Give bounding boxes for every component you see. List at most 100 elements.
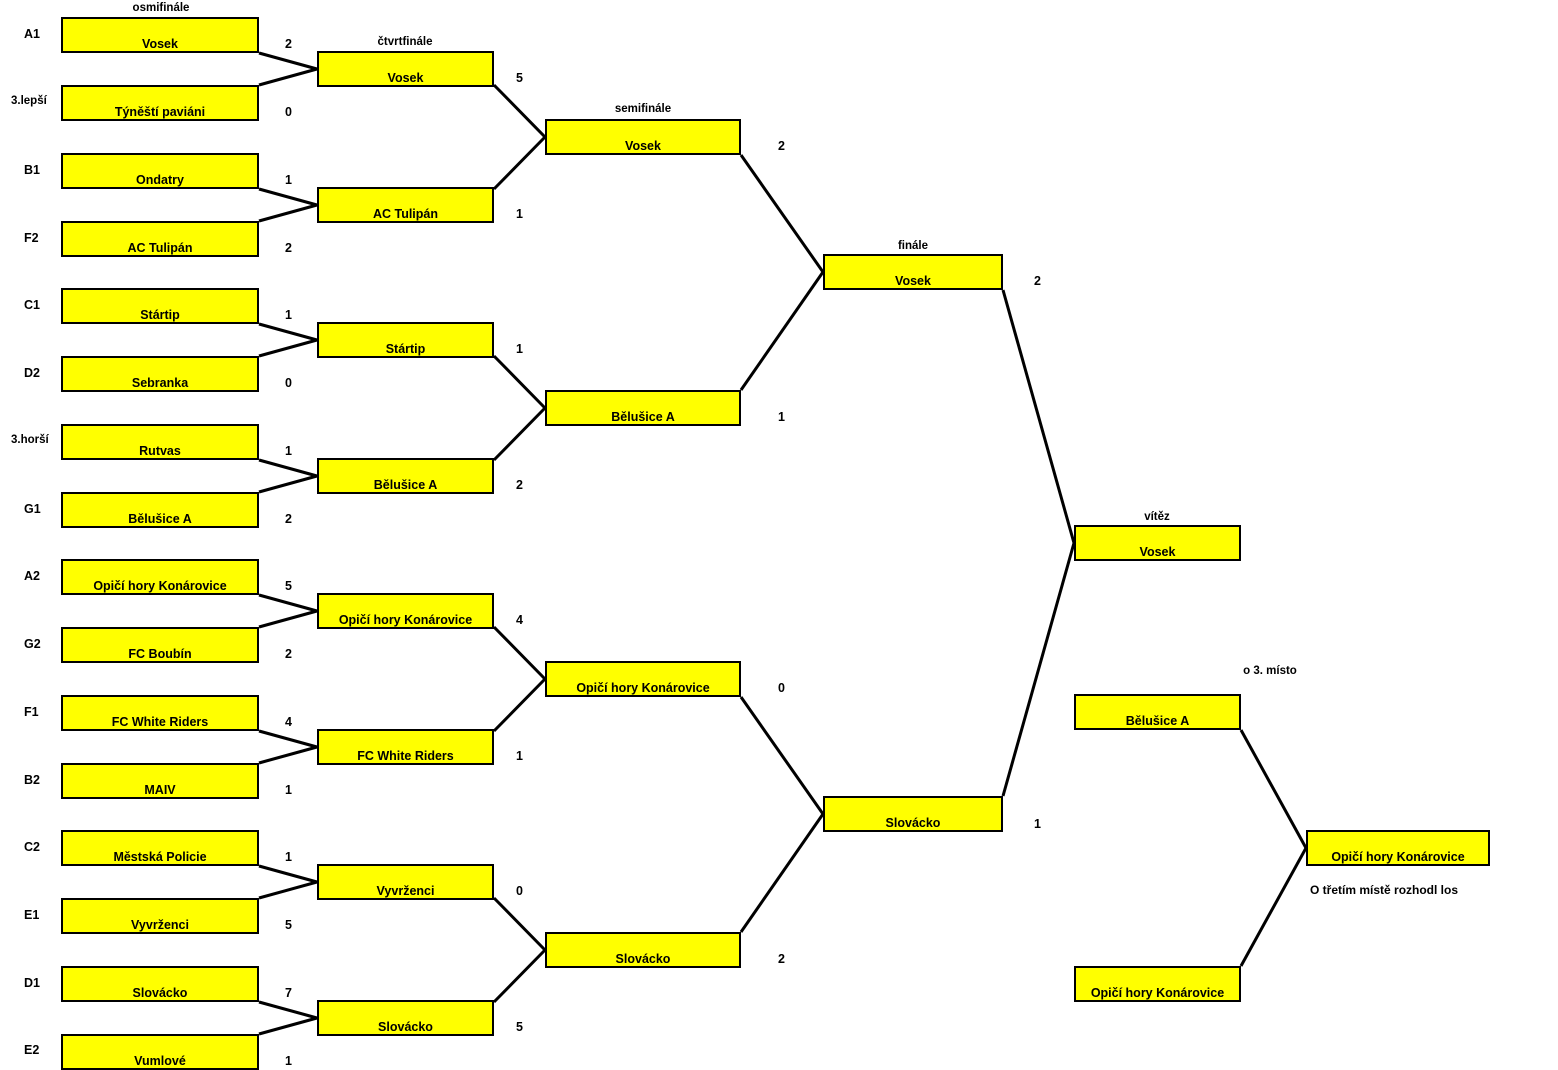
qf-team-box: AC Tulipán — [317, 187, 494, 223]
final-team-box: Vosek — [823, 254, 1003, 290]
r16-score: 7 — [285, 986, 292, 1000]
connector-line — [492, 354, 547, 410]
r16-score: 2 — [285, 37, 292, 51]
qf-team-box: FC White Riders — [317, 729, 494, 765]
connector-line — [1001, 289, 1076, 544]
connector-line — [492, 948, 547, 1004]
seed-label: F1 — [24, 705, 39, 719]
seed-label: D1 — [24, 976, 40, 990]
connector-line — [1239, 847, 1308, 967]
r16-score: 0 — [285, 105, 292, 119]
third-place-note: O třetím místě rozhodl los — [1310, 883, 1459, 897]
seed-label: G1 — [24, 502, 41, 516]
connector-line — [258, 745, 318, 765]
seed-label: E1 — [24, 908, 40, 922]
qf-team-box: Opičí hory Konárovice — [317, 593, 494, 629]
r16-score: 1 — [285, 1054, 292, 1068]
seed-label: E2 — [24, 1043, 40, 1057]
connector-line — [258, 864, 318, 884]
qf-team-box: Stártip — [317, 322, 494, 358]
connector-line — [258, 1000, 318, 1020]
r16-score: 4 — [285, 715, 292, 729]
r16-team-box: Městská Policie — [61, 830, 259, 866]
connector-line — [492, 625, 547, 681]
qf-score: 1 — [516, 749, 523, 763]
round-of-16-header: osmifinále — [132, 2, 190, 14]
r16-team-box: FC Boubín — [61, 627, 259, 663]
connector-line — [492, 83, 547, 139]
connector-line — [258, 338, 318, 358]
connector-line — [492, 406, 547, 462]
connector-line — [258, 1016, 318, 1036]
qf-score: 5 — [516, 71, 523, 85]
qf-score: 1 — [516, 207, 523, 221]
connector-line — [1001, 542, 1076, 797]
qf-score: 1 — [516, 342, 523, 356]
r16-team-box: MAIV — [61, 763, 259, 799]
third-place-header: o 3. místo — [1243, 665, 1297, 677]
third-place-result-box: Opičí hory Konárovice — [1306, 830, 1490, 866]
r16-team-box: FC White Riders — [61, 695, 259, 731]
r16-team-box: Týněští paviáni — [61, 85, 259, 121]
winner-header: vítěz — [1144, 511, 1170, 523]
seed-label: B2 — [24, 773, 40, 787]
connector-line — [258, 187, 318, 207]
r16-score: 1 — [285, 173, 292, 187]
qf-score: 0 — [516, 884, 523, 898]
connector-line — [258, 51, 318, 71]
connector-line — [258, 203, 318, 223]
connector-line — [258, 67, 318, 87]
r16-team-box: Rutvas — [61, 424, 259, 460]
qf-score: 2 — [516, 478, 523, 492]
semifinal-header: semifinále — [614, 103, 672, 115]
sf-team-box: Bělušice A — [545, 390, 741, 426]
winner-team-box: Vosek — [1074, 525, 1241, 561]
seed-label: 3.horší — [11, 434, 49, 446]
r16-score: 2 — [285, 647, 292, 661]
r16-score: 1 — [285, 444, 292, 458]
seed-label: A1 — [24, 27, 40, 41]
r16-team-box: Stártip — [61, 288, 259, 324]
qf-team-box: Slovácko — [317, 1000, 494, 1036]
seed-label: F2 — [24, 231, 39, 245]
connector-line — [739, 696, 825, 815]
seed-label: 3.lepší — [11, 95, 47, 107]
sf-score: 2 — [778, 139, 785, 153]
r16-team-box: Opičí hory Konárovice — [61, 559, 259, 595]
sf-team-box: Slovácko — [545, 932, 741, 968]
connector-line — [258, 609, 318, 629]
qf-team-box: Vyvrženci — [317, 864, 494, 900]
connector-line — [258, 322, 318, 342]
third-place-team-box: Bělušice A — [1074, 694, 1241, 730]
r16-score: 0 — [285, 376, 292, 390]
r16-score: 2 — [285, 241, 292, 255]
r16-team-box: Ondatry — [61, 153, 259, 189]
r16-score: 1 — [285, 308, 292, 322]
seed-label: D2 — [24, 366, 40, 380]
r16-score: 1 — [285, 850, 292, 864]
connector-line — [492, 896, 547, 952]
sf-score: 1 — [778, 410, 785, 424]
quarterfinal-header: čtvrtfinále — [377, 36, 433, 48]
qf-score: 5 — [516, 1020, 523, 1034]
seed-label: C1 — [24, 298, 40, 312]
r16-team-box: Slovácko — [61, 966, 259, 1002]
sf-score: 2 — [778, 952, 785, 966]
connector-line — [258, 880, 318, 900]
qf-score: 4 — [516, 613, 523, 627]
r16-score: 5 — [285, 918, 292, 932]
connector-line — [258, 729, 318, 749]
r16-team-box: Vumlové — [61, 1034, 259, 1070]
seed-label: B1 — [24, 163, 40, 177]
qf-team-box: Vosek — [317, 51, 494, 87]
connector-line — [258, 474, 318, 494]
connector-line — [492, 677, 547, 733]
connector-line — [258, 593, 318, 613]
connector-line — [258, 458, 318, 478]
sf-score: 0 — [778, 681, 785, 695]
r16-team-box: Bělušice A — [61, 492, 259, 528]
seed-label: A2 — [24, 569, 40, 583]
qf-team-box: Bělušice A — [317, 458, 494, 494]
r16-team-box: Vosek — [61, 17, 259, 53]
